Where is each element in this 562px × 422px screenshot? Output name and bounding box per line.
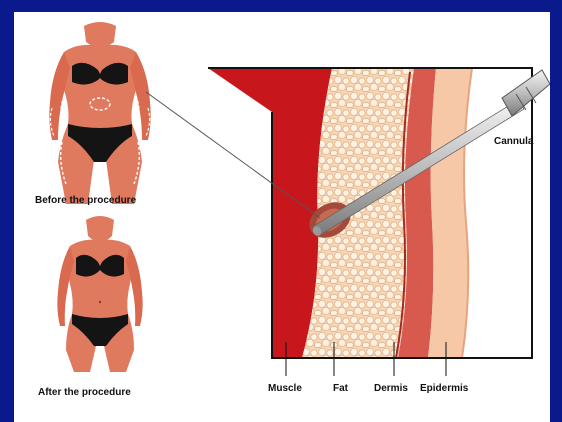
body-figure-before <box>49 22 150 204</box>
caption-after: After the procedure <box>38 387 131 398</box>
epidermis-label: Epidermis <box>420 383 468 394</box>
liposuction-illustration <box>14 12 550 422</box>
caption-before: Before the procedure <box>35 195 136 206</box>
tissue-cross-section <box>208 68 532 358</box>
dermis-label: Dermis <box>374 383 408 394</box>
fat-label: Fat <box>333 383 348 394</box>
body-figure-after <box>57 216 142 372</box>
muscle-label: Muscle <box>268 383 302 394</box>
illustration-panel: Before the procedure After the procedure… <box>14 12 550 422</box>
cannula-label: Cannula <box>494 136 533 147</box>
